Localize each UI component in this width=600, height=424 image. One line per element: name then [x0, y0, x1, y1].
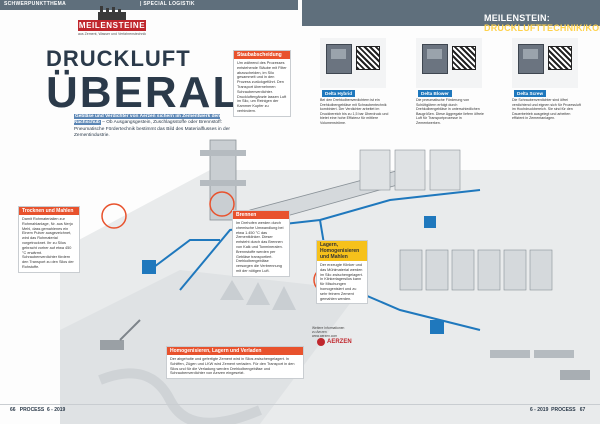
logo-name: MEILENSTEINE: [78, 20, 146, 31]
product-desc: Die Schraubenverdichter sind ölfrei verd…: [512, 98, 581, 121]
right-header-bar: [302, 0, 600, 10]
silo-group-bottom: [399, 249, 553, 291]
qr-code-icon[interactable]: [452, 46, 476, 70]
section-title: MEILENSTEIN: DRUCKLUFTTECHNIK/KOMPRESSOR…: [484, 13, 600, 33]
compressor-unit-3: [430, 320, 444, 334]
cone-silos: [220, 280, 296, 310]
magazine-name-left: PROCESS: [19, 407, 45, 413]
pipe-left: [149, 239, 220, 271]
left-header-label-2: | SPECIAL LOGISTIK: [140, 1, 195, 7]
marker-circle-2: [101, 203, 127, 229]
section-title-accent: DRUCKLUFTTECHNIK/KOMPRESSOREN: [484, 23, 600, 33]
callout-body: Um während des Prozesses entstehende Stä…: [237, 61, 287, 113]
compressor-image: [422, 44, 448, 74]
product-card-delta-blower: Delta Blower: [416, 38, 482, 97]
footer-left: 66 PROCESS 6 - 2019: [10, 407, 65, 413]
product-label: Delta Hybrid: [322, 90, 356, 97]
callout-homogenisieren: Homogenisieren, Lagern und Verladen Der …: [166, 346, 304, 380]
callout-body: Damit Rohmaterialien zur Rohmahlanlage, …: [22, 217, 74, 269]
issue-right: 6 - 2019: [530, 407, 549, 413]
aerzen-brand: AERZEN: [327, 339, 352, 345]
page-number-right: 67: [579, 407, 586, 413]
callout-title: Staubabscheidung: [234, 51, 290, 59]
callout-lagern: Lagern, Homogenisieren und Mahlen Der er…: [316, 240, 368, 305]
road: [98, 368, 262, 424]
callout-trocknen: Trocknen und Mahlen Damit Rohmaterialien…: [18, 206, 80, 273]
train-wagon-2: [534, 350, 574, 358]
callout-title: Trocknen und Mahlen: [19, 207, 79, 215]
section-title-prefix: MEILENSTEIN:: [484, 13, 550, 23]
intro-text: Gebläse und Verdichter von Aerzen sicher…: [74, 114, 244, 140]
callout-title: Lagern, Homogenisieren und Mahlen: [317, 241, 367, 261]
callout-body: Der erzeugte Klinker und das Mühlmateria…: [320, 263, 363, 301]
logo-subtitle: aus Zement, Wasser und Verfahrenstechnik: [78, 32, 146, 36]
factory-icon: [98, 6, 126, 22]
meilensteine-logo: MEILENSTEINE aus Zement, Wasser und Verf…: [78, 6, 146, 40]
callout-body: Im Drehofen werden durch chemische Umwan…: [236, 221, 284, 273]
marker-circle-1: [209, 191, 235, 217]
page-number-left: 66: [10, 407, 16, 413]
qr-code-icon[interactable]: [356, 46, 380, 70]
callout-staubabscheidung: Staubabscheidung Um während des Prozesse…: [233, 50, 291, 117]
footer-rule: [0, 404, 600, 405]
headline-line2: ÜBERALL: [46, 68, 271, 117]
compressor-image: [326, 44, 352, 74]
intro-body: – Ob Ausgangsgestein, Zuschlagsstoffe od…: [74, 120, 230, 139]
qr-code-icon[interactable]: [548, 46, 572, 70]
aerzen-caption: Weitere Informationen zu Aerzen www.aerz…: [312, 326, 345, 338]
issue-left: 6 - 2019: [46, 407, 66, 413]
product-card-delta-hybrid: Delta Hybrid: [320, 38, 386, 97]
product-card-delta-screw: Delta Screw: [512, 38, 578, 97]
left-header-label: SCHWERPUNKTTHEMA: [4, 1, 67, 7]
left-header-bar: SCHWERPUNKTTHEMA | SPECIAL LOGISTIK: [0, 0, 298, 10]
callout-title: Brennen: [233, 211, 289, 219]
compressor-unit-2: [424, 216, 436, 228]
callout-brennen: Brennen Im Drehofen werden durch chemisc…: [232, 210, 290, 277]
right-header-band: [302, 10, 600, 26]
excavator: [100, 319, 141, 350]
compressor-image: [518, 44, 544, 74]
callout-title: Homogenisieren, Lagern und Verladen: [167, 347, 303, 355]
compressor-unit-1: [142, 260, 156, 274]
product-desc: Die pneumatische Förderung von Schüttgüt…: [416, 98, 484, 125]
product-label: Delta Blower: [418, 90, 452, 97]
tower-deck-1: [200, 150, 246, 156]
product-desc: Bei den Drehkolbenverdichtern ist ein Dr…: [320, 98, 389, 125]
footer-right: 6 - 2019 PROCESS 67: [530, 407, 585, 413]
product-label: Delta Screw: [514, 90, 547, 97]
magazine-name-right: PROCESS: [551, 407, 576, 413]
aerzen-logo-icon: [317, 338, 325, 346]
callout-body: Der abgeholte und gefertigte Zement wird…: [170, 357, 295, 376]
truck: [560, 370, 590, 380]
headline-line1: DRUCKLUFT: [46, 46, 191, 71]
tower-deck-2: [200, 180, 246, 186]
silo-group-top: [359, 149, 461, 191]
headline: DRUCKLUFT ÜBERALL: [46, 46, 271, 118]
train-wagon-1: [490, 350, 530, 358]
